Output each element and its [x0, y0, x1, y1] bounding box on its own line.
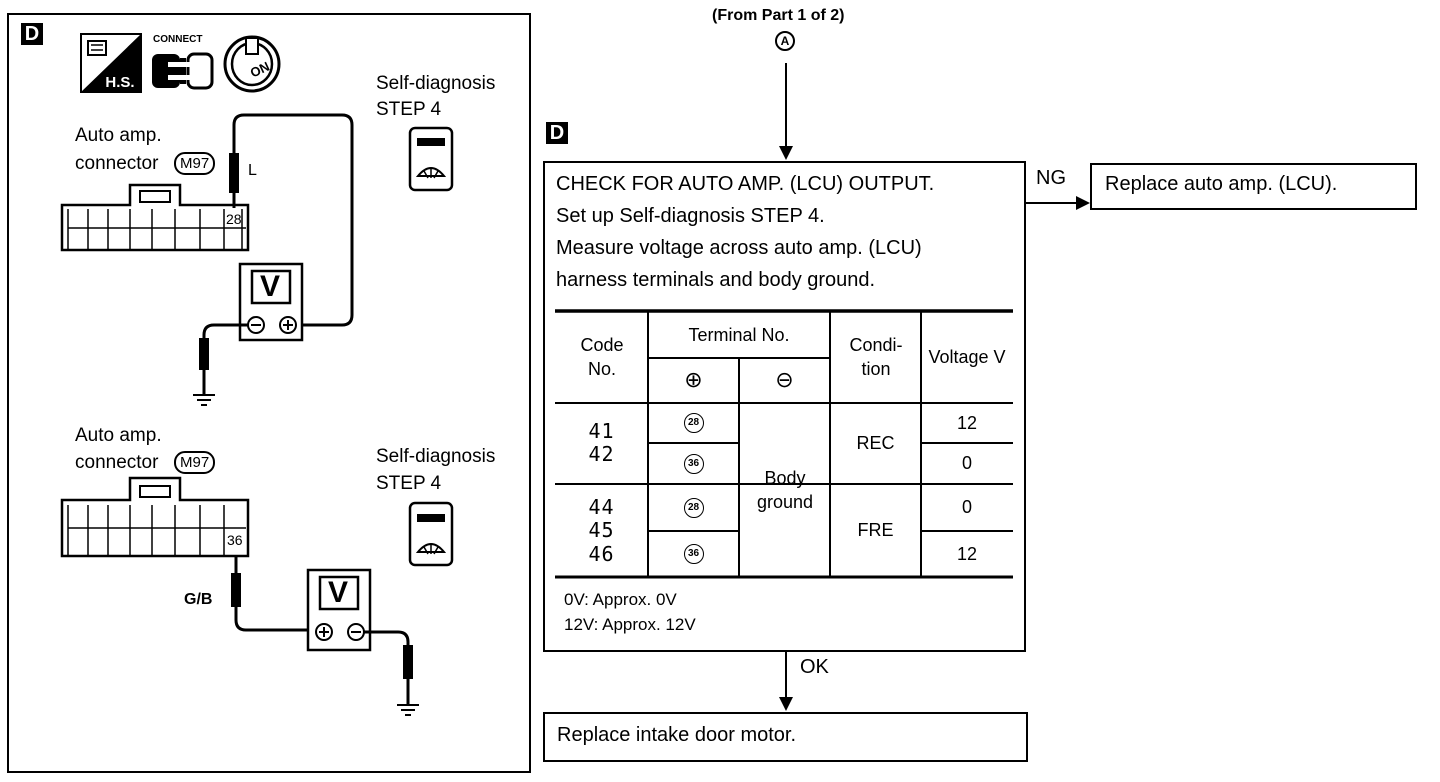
header-terminal-no: Terminal No. [688, 324, 790, 345]
bottom-terminal-number: 36 [227, 532, 243, 548]
group1-terminal-36: 36 [648, 443, 739, 484]
bottom-self-diag-line2: STEP 4 [376, 473, 442, 494]
check-harness: harness terminals and body ground. [556, 269, 876, 291]
group1-condition: REC [856, 433, 895, 454]
bottom-connector-code: M97 [174, 451, 216, 474]
flow-connectors [779, 63, 1090, 711]
header-code-no: Code No. [580, 334, 624, 379]
ok-label: OK [800, 656, 829, 678]
ng-label: NG [1036, 167, 1066, 189]
check-measure: Measure voltage across auto amp. (LCU) [556, 237, 922, 259]
header-minus-terminal: ⊖ [775, 367, 794, 393]
top-terminal-number: 28 [226, 211, 242, 227]
note-12v: 12V: Approx. 12V [564, 615, 696, 634]
connect-icon-label: CONNECT [153, 34, 203, 45]
top-wiring [60, 113, 454, 406]
group1-voltage-b: 0 [961, 453, 972, 474]
bottom-wire-color: G/B [184, 591, 213, 608]
hs-icon: H.S. [80, 33, 142, 93]
group2-condition: FRE [857, 520, 894, 541]
bottom-meter-symbol: V [328, 576, 349, 609]
group1-code-numbers: 41 42 [588, 418, 615, 466]
top-meter-symbol: V [260, 270, 281, 303]
top-self-diag-line2: STEP 4 [376, 99, 442, 120]
header-voltage: Voltage V [928, 346, 1006, 367]
check-title: CHECK FOR AUTO AMP. (LCU) OUTPUT. [556, 173, 935, 195]
group1-terminal-36-label: 36 [683, 453, 704, 474]
group2-voltage-a: 0 [961, 497, 972, 518]
check-step: Set up Self-diagnosis STEP 4. [556, 205, 825, 227]
group1-terminal-28-label: 28 [683, 413, 704, 433]
top-connector-code: M97 [174, 152, 216, 175]
ng-result-text: Replace auto amp. (LCU). [1105, 173, 1338, 195]
connect-icon [152, 52, 214, 90]
group2-terminal-28-label: 28 [683, 497, 704, 518]
section-label-d-left: D [21, 23, 43, 45]
group2-code-numbers: 44 45 46 [588, 495, 615, 566]
group2-voltage-b: 12 [956, 543, 978, 564]
hs-icon-label: H.S. [105, 74, 134, 91]
note-0v: 0V: Approx. 0V [564, 590, 677, 609]
header-plus-terminal: ⊕ [684, 367, 703, 393]
check-box [543, 161, 1026, 652]
top-connector-label-line1: Auto amp. [75, 125, 162, 146]
connector-a-label: A [780, 34, 790, 48]
ignition-on-icon: ON [223, 35, 281, 93]
top-connector-label-line2: connector [75, 153, 159, 174]
ok-result-box [543, 712, 1028, 762]
top-self-diag-line1: Self-diagnosis [376, 73, 496, 94]
connector-a-circle: A [775, 31, 795, 51]
voltage-table-grid [555, 309, 1013, 579]
ok-result-text: Replace intake door motor. [557, 724, 797, 746]
left-panel [7, 13, 531, 773]
header-condition: Condi- tion [849, 334, 903, 379]
ignition-on-label: ON [248, 59, 272, 81]
group2-terminal-36: 36 [648, 531, 739, 577]
bottom-connector-label-line2: connector [75, 452, 159, 473]
group2-terminal-28: 28 [648, 484, 739, 531]
bottom-connector-label-line1: Auto amp. [75, 425, 162, 446]
group1-terminal-28: 28 [648, 403, 739, 443]
section-label-d-flow: D [546, 122, 568, 144]
group2-terminal-36-label: 36 [683, 544, 704, 564]
from-part-label: (From Part 1 of 2) [712, 7, 845, 24]
bottom-self-diag-line1: Self-diagnosis [376, 446, 496, 467]
minus-terminal-body-ground: Body ground [756, 467, 814, 512]
top-wire-color: L [248, 162, 257, 179]
bottom-wiring [60, 476, 454, 716]
ng-result-box [1090, 163, 1417, 210]
group1-voltage-a: 12 [956, 412, 978, 433]
